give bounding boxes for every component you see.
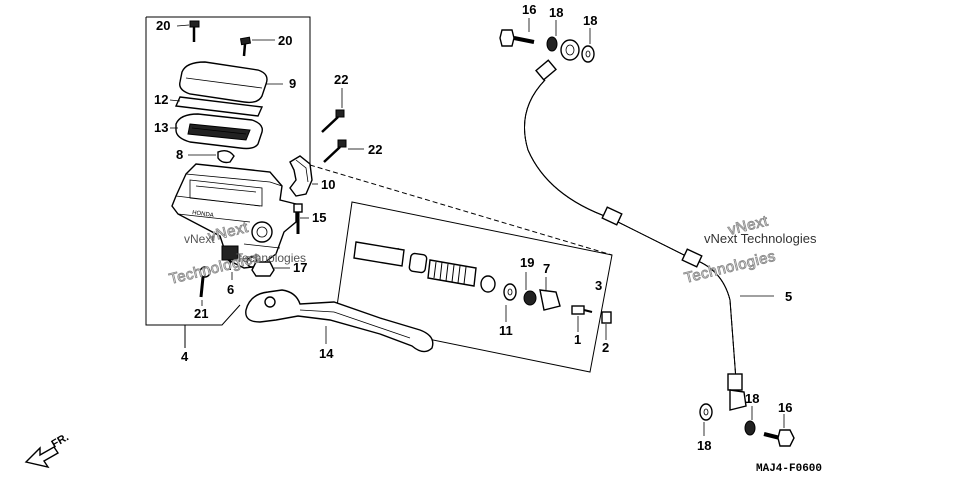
washer-19 <box>503 283 517 301</box>
screw-20b <box>239 36 252 57</box>
piston <box>427 259 496 293</box>
callout-18d: 18 <box>697 438 711 453</box>
boot-7 <box>523 289 561 311</box>
diaphragm-plate <box>174 96 264 117</box>
callout-20a: 20 <box>156 18 170 33</box>
clutch-lever-14 <box>245 289 434 353</box>
reservoir-cap <box>179 61 268 104</box>
bolt-22b <box>323 139 347 163</box>
washer-18-lower-b <box>744 420 756 436</box>
callout-9: 9 <box>289 76 296 91</box>
callout-5: 5 <box>785 289 792 304</box>
group-frame-3 <box>334 201 613 373</box>
nut-2 <box>601 311 612 324</box>
callout-13: 13 <box>154 120 168 135</box>
callout-14: 14 <box>319 346 334 361</box>
callout-1: 1 <box>574 332 581 347</box>
callout-18b: 18 <box>583 13 597 28</box>
callout-18c: 18 <box>745 391 759 406</box>
callout-22a: 22 <box>334 72 348 87</box>
screw-21 <box>199 266 211 298</box>
banjo-upper <box>560 39 580 61</box>
callout-21: 21 <box>194 306 208 321</box>
washer-18-lower-a <box>699 403 713 421</box>
holder-10 <box>289 155 313 197</box>
callout-12: 12 <box>154 92 168 107</box>
callout-8: 8 <box>176 147 183 162</box>
stopper-8 <box>217 149 235 164</box>
diagram-code: MAJ4-F0600 <box>756 463 822 475</box>
front-label: FR. <box>50 431 71 450</box>
callout-22b: 22 <box>368 142 382 157</box>
front-direction-arrow-icon <box>24 446 59 469</box>
nut-17 <box>251 261 275 277</box>
callout-7: 7 <box>543 261 550 276</box>
callout-19: 19 <box>520 255 534 270</box>
master-cylinder-body: HONDA <box>171 163 297 269</box>
clutch-hose-5 <box>524 59 747 411</box>
callout-2: 2 <box>602 340 609 355</box>
watermark-left-plain-2: Technologies <box>236 251 306 265</box>
banjo-bolt-16-lower <box>763 429 795 447</box>
washer-18-upper-b <box>581 45 595 63</box>
diaphragm <box>175 113 263 150</box>
piston-spring <box>353 241 405 267</box>
callout-10: 10 <box>321 177 335 192</box>
callout-18a: 18 <box>549 5 563 20</box>
callout-4: 4 <box>181 349 189 364</box>
washer-18-upper-a <box>546 36 558 52</box>
banjo-bolt-16-upper <box>499 29 535 47</box>
watermark-left-plain: vNext <box>184 232 215 246</box>
callout-15: 15 <box>312 210 326 225</box>
watermark-right-plain: vNext Technologies <box>704 231 817 246</box>
svg-text:vNext: vNext <box>726 212 770 238</box>
screw-20a <box>189 20 200 42</box>
svg-text:HONDA: HONDA <box>192 210 214 219</box>
callout-16b: 16 <box>778 400 792 415</box>
callout-17: 17 <box>293 260 307 275</box>
pivot-bolt-15 <box>293 203 303 234</box>
switch-6 <box>221 245 239 270</box>
group-frame-4 <box>146 16 311 165</box>
bolt-22a <box>321 109 345 133</box>
callout-11: 11 <box>499 323 513 338</box>
piston-cup <box>408 252 428 274</box>
push-rod-1 <box>571 305 593 315</box>
callout-3: 3 <box>595 278 602 293</box>
callout-6: 6 <box>227 282 234 297</box>
callout-16a: 16 <box>522 2 536 17</box>
callout-20b: 20 <box>278 33 292 48</box>
